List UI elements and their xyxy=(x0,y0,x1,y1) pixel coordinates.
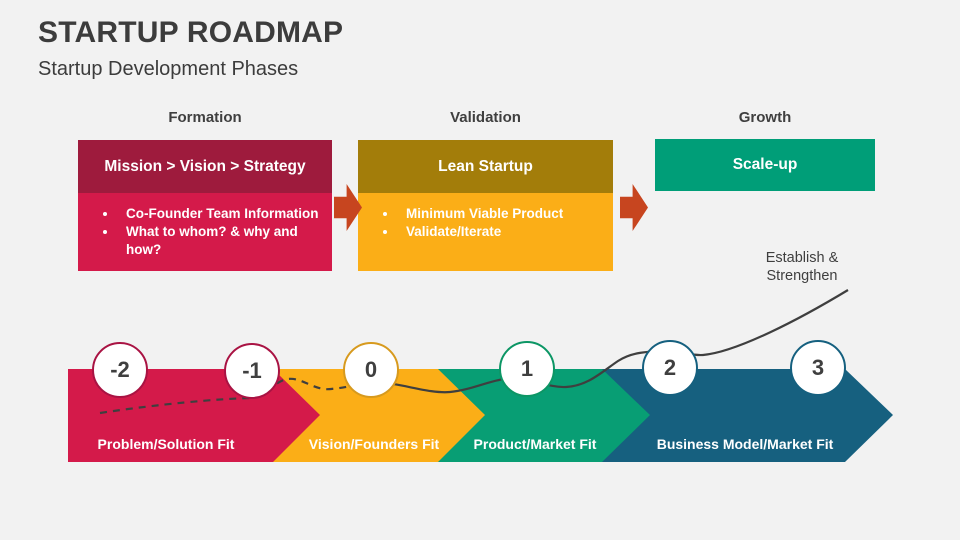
phase-label-validation: Validation xyxy=(450,109,521,126)
trend-line-dashed xyxy=(99,377,364,415)
growth-box: Scale-up xyxy=(655,139,875,191)
milestone-circle-1: 1 xyxy=(499,341,555,397)
page-title: STARTUP ROADMAP xyxy=(38,16,344,49)
bullet-item: Minimum Viable Product xyxy=(398,205,605,223)
chevron-vision-founders-fit xyxy=(273,369,485,462)
establish-strengthen-note: Establish & Strengthen xyxy=(752,249,852,285)
formation-box-body: Co-Founder Team Information What to whom… xyxy=(78,193,332,271)
annotation-line2: Strengthen xyxy=(766,268,838,284)
milestone-circle-minus1: -1 xyxy=(224,343,280,399)
milestone-circle-3: 3 xyxy=(790,340,846,396)
bullet-item: What to whom? & why and how? xyxy=(118,223,324,259)
growth-box-header: Scale-up xyxy=(655,139,875,191)
formation-box-header: Mission > Vision > Strategy xyxy=(78,140,332,193)
milestone-circle-2: 2 xyxy=(642,340,698,396)
milestone-circle-0: 0 xyxy=(343,342,399,398)
bullet-item: Co-Founder Team Information xyxy=(118,205,324,223)
trend-line-solid xyxy=(377,289,849,394)
bullet-item: Validate/Iterate xyxy=(398,223,605,241)
phase-label-growth: Growth xyxy=(738,109,792,126)
segment-label-product-market-fit: Product/Market Fit xyxy=(473,436,597,452)
segment-label-problem-solution-fit: Problem/Solution Fit xyxy=(97,436,235,452)
formation-bullet-list: Co-Founder Team Information What to whom… xyxy=(104,205,324,259)
validation-box: Lean Startup Minimum Viable Product Vali… xyxy=(358,140,613,271)
page-subtitle: Startup Development Phases xyxy=(38,58,299,80)
validation-box-body: Minimum Viable Product Validate/Iterate xyxy=(358,193,613,271)
chevron-product-market-fit xyxy=(438,369,650,462)
phase-label-formation: Formation xyxy=(168,109,242,126)
validation-bullet-list: Minimum Viable Product Validate/Iterate xyxy=(384,205,605,241)
annotation-line1: Establish & xyxy=(765,250,839,266)
segment-label-business-model-market-fit: Business Model/Market Fit xyxy=(656,436,834,452)
milestone-circle-minus2: -2 xyxy=(92,342,148,398)
validation-box-header: Lean Startup xyxy=(358,140,613,193)
formation-box: Mission > Vision > Strategy Co-Founder T… xyxy=(78,140,332,271)
segment-label-vision-founders-fit: Vision/Founders Fit xyxy=(308,436,440,452)
